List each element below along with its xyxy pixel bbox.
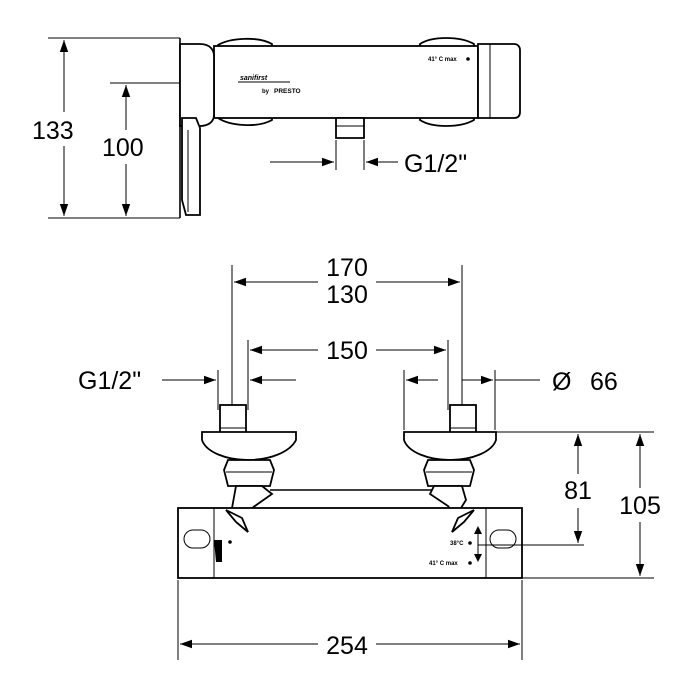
- dim-outlet-thread-value: G1/2": [404, 150, 467, 178]
- right-handle-grip: [489, 529, 517, 549]
- indicator-dot: [466, 57, 470, 61]
- dim-centers-nominal-value: 150: [326, 337, 368, 365]
- dim-escutcheon-diameter: Ø 66: [403, 368, 618, 430]
- dim-centers-nominal: 150: [250, 336, 446, 366]
- dim-centers-range: 170 130: [234, 254, 460, 310]
- dim-body-length-value: 254: [326, 632, 368, 660]
- front-max-temp-label: 41° C max: [429, 561, 458, 567]
- temp-down-arrow: [474, 554, 482, 562]
- temp-up-arrow: [474, 526, 482, 534]
- dim-overall-height: 133: [30, 37, 180, 219]
- right-handle: [477, 43, 521, 119]
- left-inlet-pipe: [219, 404, 247, 434]
- brand-name: sanifirst: [240, 75, 268, 82]
- outlet-spout: [335, 117, 365, 139]
- brand-maker: PRESTO: [274, 88, 301, 95]
- wall-inlet-arm: [181, 117, 201, 216]
- left-escutcheon: [201, 431, 297, 461]
- dim-outlet-height: 100: [100, 82, 180, 216]
- left-handle-grip: [183, 529, 211, 549]
- max-temp-label: 41° C max: [428, 57, 457, 63]
- dim-body-length: 254: [177, 580, 523, 660]
- left-inlet: [201, 404, 297, 526]
- brand-by: by: [262, 89, 270, 95]
- dim-centers-max-value: 170: [326, 254, 368, 282]
- left-handle: [179, 43, 215, 127]
- right-escutcheon: [403, 431, 497, 461]
- left-handle-mark: [214, 540, 222, 562]
- left-nut: [223, 459, 275, 487]
- side-view: sanifirst by PRESTO 41° C max 133 100 G1: [30, 37, 521, 219]
- front-body: 38°C 41° C max: [177, 507, 584, 579]
- dim-overall-height-value: 133: [32, 117, 74, 145]
- dim-escutcheon-value: 66: [590, 368, 618, 396]
- front-view: 170 130 150 G1/2" Ø 66: [78, 254, 670, 660]
- dim-inlet-thread-value: G1/2": [78, 367, 141, 395]
- right-inlet: [403, 404, 497, 518]
- right-inlet-pipe: [449, 404, 477, 434]
- dim-total-depth: 105: [522, 434, 670, 579]
- dim-total-depth-value: 105: [619, 492, 661, 520]
- dim-centers-min-value: 130: [326, 281, 368, 309]
- set-temp-label: 38°C: [450, 541, 464, 547]
- side-body: [179, 37, 521, 216]
- dim-axis-height-value: 81: [564, 477, 592, 505]
- dim-inlet-thread: G1/2": [78, 367, 296, 410]
- dim-outlet-height-value: 100: [102, 134, 144, 162]
- dim-escutcheon-prefix: Ø: [552, 368, 571, 396]
- dim-axis-height: 81: [496, 431, 654, 543]
- dim-outlet-thread: G1/2": [270, 140, 467, 178]
- right-nut: [423, 459, 475, 487]
